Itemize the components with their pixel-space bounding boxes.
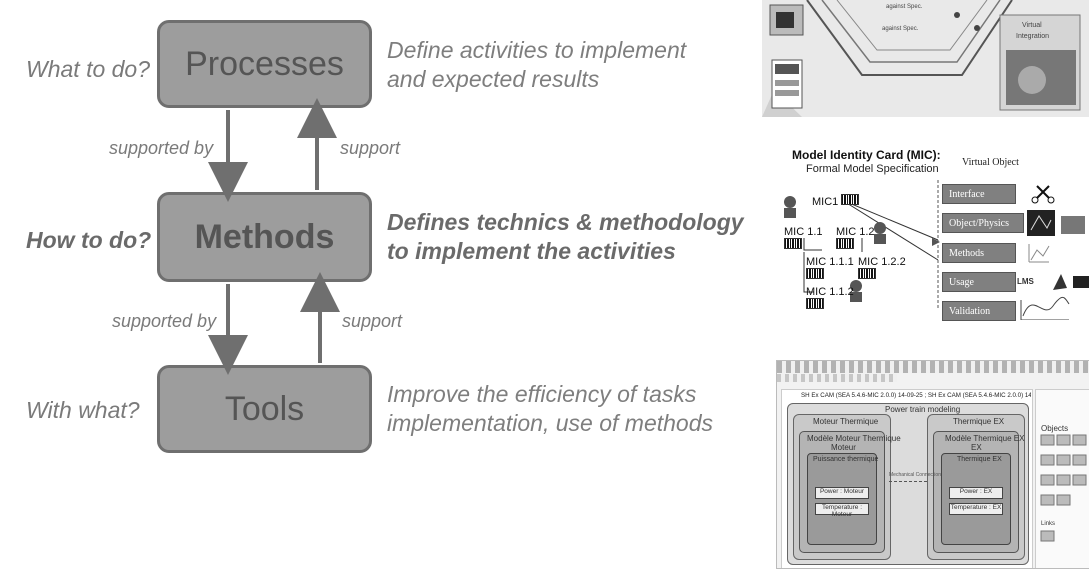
power-train-label: Power train modeling	[885, 405, 961, 414]
mic-node-1-1-1: MIC 1.1.1	[806, 256, 854, 282]
left-inner-label: Modèle Moteur Thermique	[807, 434, 901, 443]
methods-description: Defines technics & methodology to implem…	[387, 208, 744, 266]
mic-node-1-2-label: MIC 1.2	[836, 226, 875, 238]
lms-logo: LMS	[1017, 277, 1034, 286]
vo-row-usage: Usage	[942, 272, 1016, 292]
tools-box: Tools	[157, 365, 372, 453]
edge-label-support-2: support	[342, 311, 403, 331]
tools-label: Tools	[224, 389, 305, 428]
methods-description-line1: Defines technics & methodology	[387, 209, 744, 235]
sidebar-objects-label: Objects	[1041, 424, 1069, 433]
mic-node-1-1-1-label: MIC 1.1.1	[806, 256, 854, 268]
mic-node-1-1-label: MIC 1.1	[784, 226, 823, 238]
vo-row-validation: Validation	[942, 301, 1016, 321]
mic-node-1-label: MIC1	[812, 196, 839, 208]
processes-description-line2: and expected results	[387, 66, 600, 92]
physics-image-icon	[1027, 210, 1055, 236]
scissors-icon	[1031, 185, 1055, 204]
edge-label-supported-by-1: supported by	[109, 138, 214, 158]
processes-description: Define activities to implement and expec…	[387, 36, 686, 94]
processes-description-line1: Define activities to implement	[387, 37, 687, 63]
v-cycle-label-4: Integration	[1016, 33, 1049, 40]
question-what: What to do?	[26, 56, 151, 82]
validation-curve-icon	[1020, 297, 1070, 320]
question-how: How to do?	[26, 227, 152, 253]
left-inner2-label: Moteur	[831, 443, 856, 452]
barcode-icon	[841, 194, 860, 205]
barcode-icon	[806, 268, 824, 279]
right-item-power: Power : EX	[949, 487, 1003, 499]
barcode-icon	[784, 238, 802, 249]
barcode-icon	[836, 238, 854, 249]
vo-row-methods: Methods	[942, 243, 1016, 263]
v-cycle-label-3: Virtual	[1022, 22, 1042, 29]
sidebar-icons	[1040, 434, 1087, 542]
sidebar-links-label: Links	[1041, 521, 1056, 527]
v-cycle-drawing: against Spec. against Spec. Virtual Inte…	[762, 0, 1089, 117]
v-cycle-label-1: against Spec.	[886, 4, 923, 10]
vo-row-interface: Interface	[942, 184, 1016, 204]
mechanical-link-label: Mechanical Connection	[889, 472, 941, 478]
tool-header: SH Ex CAM (SEA 5.4.6-MIC 2.0.0) 14-09-25…	[801, 392, 1031, 399]
tool-screenshot: SH Ex CAM (SEA 5.4.6-MIC 2.0.0) 14-09-25…	[776, 360, 1089, 569]
tool-toolbar-2	[777, 374, 897, 382]
mic-node-1-2-2-label: MIC 1.2.2	[858, 256, 906, 268]
mic-node-1: MIC1	[812, 194, 860, 208]
mechanical-link-line	[889, 481, 927, 482]
methods-label: Methods	[194, 217, 335, 256]
mic-node-1-1-2-label: MIC 1.1.2	[806, 286, 854, 298]
methods-box: Methods	[157, 192, 372, 282]
right-column-label: Thermique EX	[953, 417, 1005, 426]
mic-tree	[784, 180, 940, 310]
left-inner3	[807, 453, 877, 545]
tools-description: Improve the efficiency of tasks implemen…	[387, 380, 713, 438]
mic-subtitle: Formal Model Specification	[806, 163, 939, 175]
left-item-power: Power : Moteur	[815, 487, 869, 499]
mic-title: Model Identity Card (MIC):	[792, 148, 941, 162]
v-cycle-label-2: against Spec.	[882, 26, 919, 32]
tool-toolbar	[777, 361, 1089, 373]
question-with: With what?	[26, 397, 140, 423]
tools-description-line2: implementation, use of methods	[387, 410, 714, 436]
left-item-temp: Temperature : Moteur	[815, 503, 869, 518]
processes-label: Processes	[185, 44, 344, 83]
barcode-icon	[858, 268, 876, 279]
processes-box: Processes	[157, 20, 372, 108]
methods-chart-icon	[1028, 244, 1050, 263]
mic-node-1-2: MIC 1.2	[836, 226, 875, 252]
methods-description-line2: to implement the activities	[387, 238, 676, 264]
right-inner2-label: EX	[971, 443, 982, 452]
tools-description-line1: Improve the efficiency of tasks	[387, 381, 697, 407]
right-inner-label: Modèle Thermique EX	[945, 434, 1025, 443]
right-inner3-label: Thermique EX	[957, 456, 1002, 463]
mic-node-1-1: MIC 1.1	[784, 226, 823, 252]
left-inner3-label: Puissance thermique	[813, 456, 879, 463]
mic-node-1-2-2: MIC 1.2.2	[858, 256, 906, 282]
mic-node-1-1-2: MIC 1.1.2	[806, 286, 854, 312]
vo-icons	[1020, 185, 1089, 320]
edge-label-supported-by-2: supported by	[112, 311, 217, 331]
left-column-label: Moteur Thermique	[813, 417, 879, 426]
barcode-icon	[806, 298, 824, 309]
right-item-temp: Temperature : EX	[949, 503, 1003, 515]
vo-row-object-physics: Object/Physics	[942, 213, 1024, 233]
edge-label-support-1: support	[340, 138, 401, 158]
virtual-object-label: Virtual Object	[962, 157, 1019, 168]
matlab-icon	[1053, 274, 1067, 290]
right-inner3	[941, 453, 1011, 545]
arrows-layer	[208, 98, 340, 375]
v-cycle-image: against Spec. against Spec. Virtual Inte…	[762, 0, 1089, 117]
